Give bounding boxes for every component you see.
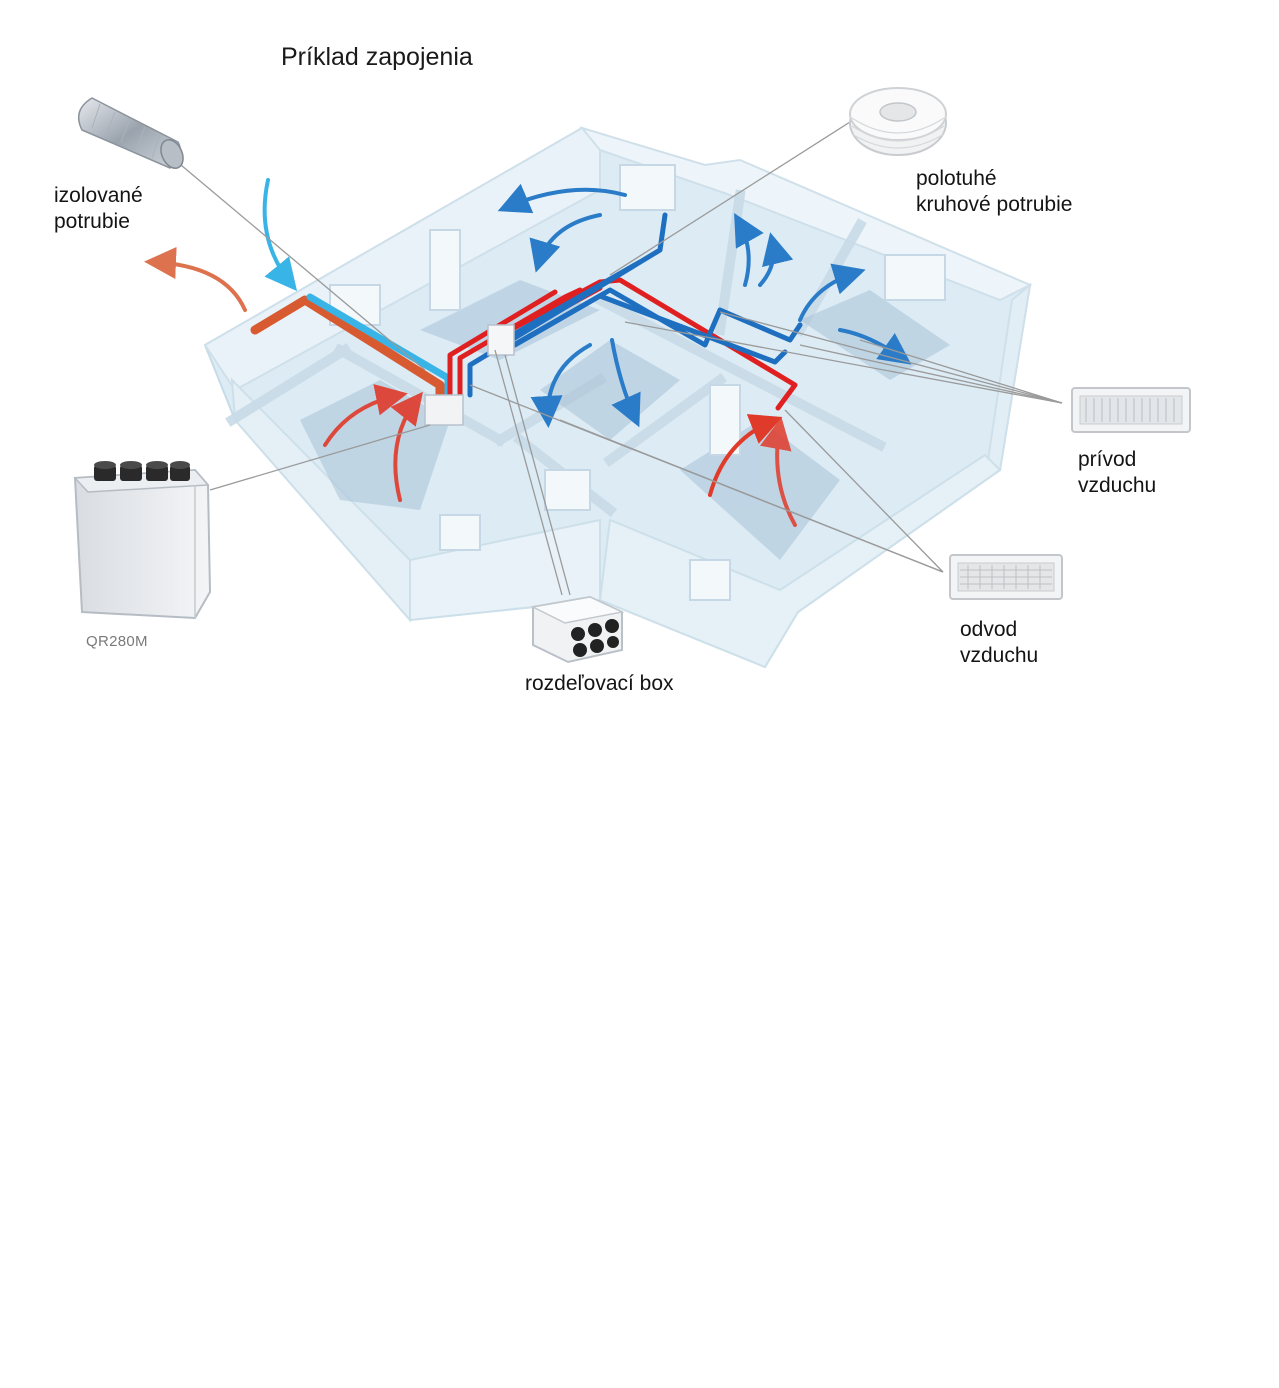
arrow-fresh-intake [262,178,298,292]
supply-grille-icon [1071,387,1191,433]
duct-coil-icon [849,87,947,156]
insulated-duct-icon [77,97,184,169]
arrow-supply-1 [497,183,627,214]
label-insulated-duct: izolované potrubie [54,183,143,235]
supply-duct-3 [512,293,788,365]
arrow-exhaust-outdoor [144,247,247,312]
plan-distribution-box [487,324,515,356]
label-air-supply: prívod vzduchu [1078,447,1156,499]
label-insulated-duct-line1: izolované [54,184,143,207]
exhaust-grille-icon [949,554,1063,600]
arrow-supply-5 [798,263,866,322]
house-cutaway [203,126,1033,669]
airflow-arrows [144,178,912,527]
arrow-supply-4 [758,232,794,287]
supply-duct-4 [492,259,643,348]
arrow-extract-1 [323,384,408,447]
diagram-title: Príklad zapojenia [281,43,473,71]
label-air-exhaust-line1: odvod [960,618,1018,641]
label-insulated-duct-line2: potrubie [54,210,130,233]
arrow-supply-7 [530,343,592,428]
arrow-supply-6 [838,328,912,365]
arrow-supply-8 [610,338,641,428]
label-unit-model: QR280M [86,633,148,650]
label-semi-rigid-duct-line2: kruhové potrubie [916,193,1073,216]
leader-lines [174,121,1063,596]
extract-duct-1 [447,289,558,398]
label-air-supply-line1: prívod [1078,448,1137,471]
ducts [250,212,803,411]
ventilation-unit-icon [73,461,212,620]
arrow-supply-3 [734,213,764,287]
arrow-extract-2 [390,391,423,502]
extract-duct-3 [507,277,798,411]
label-distribution-box: rozdeľovací box [525,672,674,695]
label-semi-rigid-duct: polotuhé kruhové potrubie [916,166,1072,218]
plan-unit [424,394,464,426]
distribution-box-icon [530,595,625,664]
label-air-exhaust: odvod vzduchu [960,617,1038,669]
windows [329,164,946,601]
arrow-supply-2 [529,213,602,273]
label-air-exhaust-line2: vzduchu [960,644,1039,667]
label-semi-rigid-duct-line1: polotuhé [916,167,997,190]
front-wall-right [598,453,1002,669]
exhaust-outdoor-duct [250,295,445,405]
arrow-extract-4 [759,417,797,527]
label-air-supply-line2: vzduchu [1078,474,1157,497]
